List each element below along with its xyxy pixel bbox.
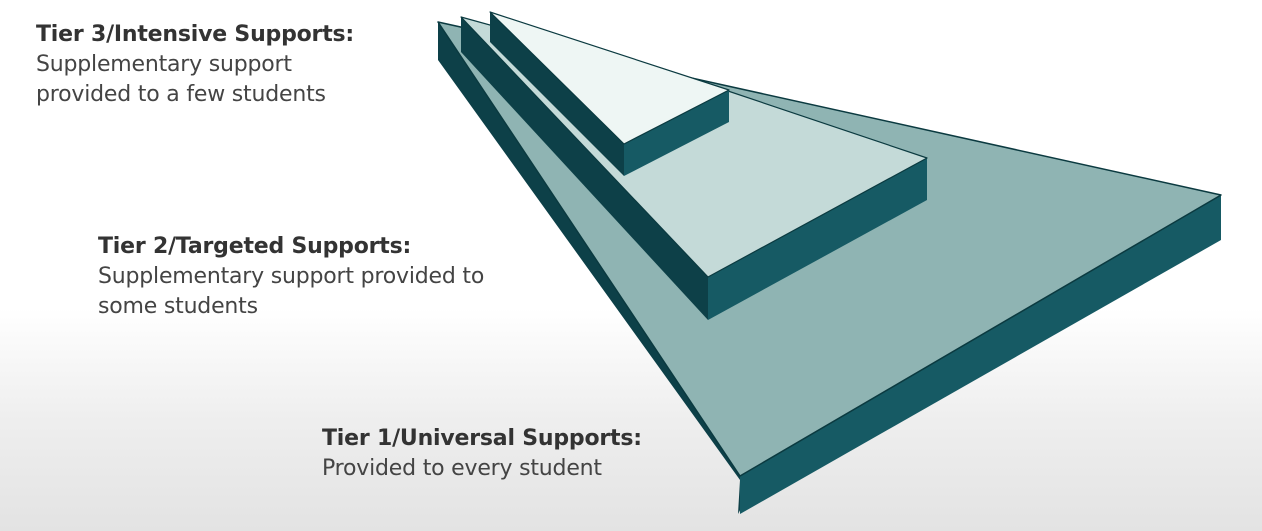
tier2-title: Tier 2/Targeted Supports: [98, 234, 412, 259]
tier3-description-line2: provided to a few students [36, 82, 326, 107]
tier1-slab-front-face [740, 195, 1221, 514]
tier2-slab-left-face [461, 17, 708, 320]
tier3-slab [489, 11, 730, 176]
tier2-description-line1: Supplementary support provided to [98, 264, 485, 289]
tier3-slab-top-face [489, 11, 730, 145]
tier3-slab-left-face [490, 12, 624, 176]
tier2-label: Tier 2/Targeted Supports: Supplementary … [98, 232, 558, 322]
tier2-slab-front-face [708, 158, 927, 320]
tier3-title: Tier 3/Intensive Supports: [36, 22, 355, 47]
tier1-slab-left-face [438, 22, 758, 514]
tier3-slab-front-face [624, 90, 729, 176]
tier3-description-line1: Supplementary support [36, 52, 292, 77]
tier1-description-line1: Provided to every student [322, 456, 602, 481]
tier1-title: Tier 1/Universal Supports: [322, 426, 642, 451]
tier3-label: Tier 3/Intensive Supports: Supplementary… [36, 20, 416, 110]
tier1-label: Tier 1/Universal Supports: Provided to e… [322, 424, 682, 484]
tier2-description-line2: some students [98, 294, 258, 319]
